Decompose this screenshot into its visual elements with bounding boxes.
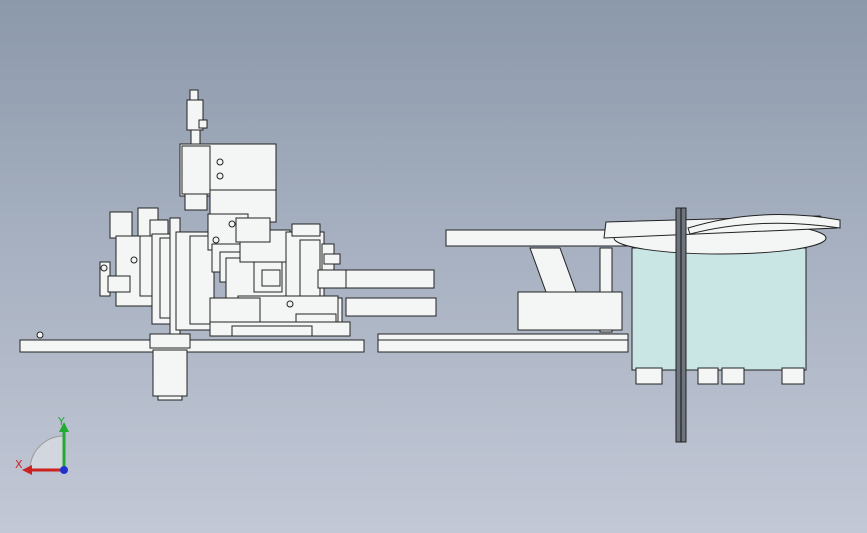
y-axis-arrowhead <box>59 422 69 432</box>
air-cylinder[interactable] <box>317 269 437 317</box>
bowl-feet[interactable] <box>635 367 805 385</box>
vertical-column[interactable] <box>675 207 687 443</box>
z-axis-dot <box>60 466 68 474</box>
y-axis-label: Y <box>57 415 65 428</box>
triad-quarter-disc <box>29 435 65 471</box>
feeder-mechanism[interactable] <box>36 207 351 339</box>
x-axis-label: X <box>15 458 23 471</box>
base-plate-right[interactable] <box>377 333 629 353</box>
press-head[interactable] <box>179 143 277 223</box>
coordinate-triad: Y X <box>15 415 69 475</box>
ramp-support[interactable] <box>517 247 623 333</box>
base-plate-left[interactable] <box>19 333 365 401</box>
vibratory-bowl[interactable] <box>603 214 841 371</box>
actuator-cylinder[interactable] <box>186 89 208 200</box>
x-axis-arrowhead <box>22 465 32 475</box>
